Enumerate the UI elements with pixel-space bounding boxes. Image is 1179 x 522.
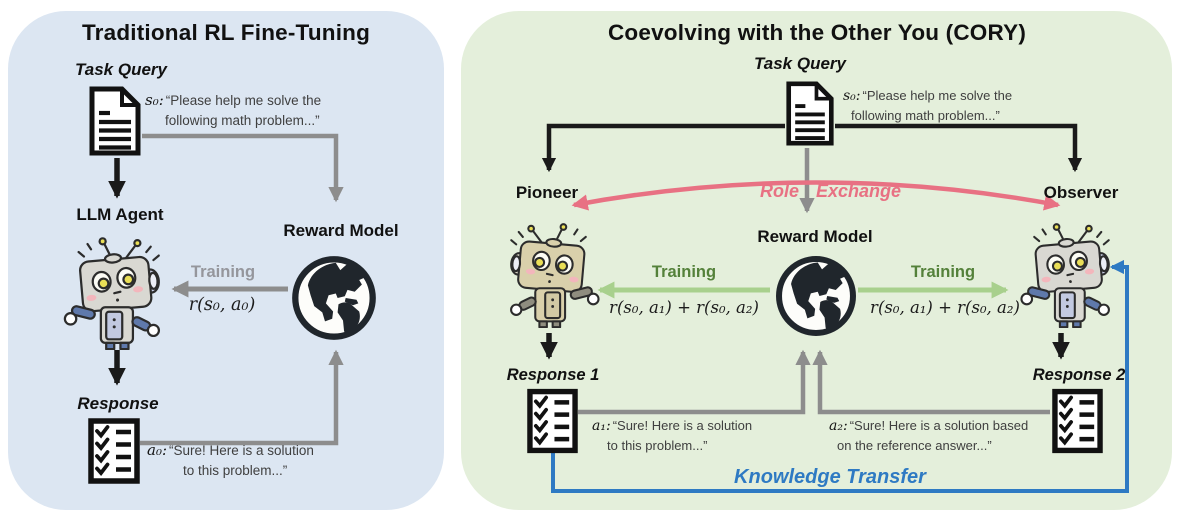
query-line-2: following math problem...” <box>165 113 320 128</box>
response1-line-1: a₁:“Sure! Here is a solution <box>592 416 752 436</box>
response1-text-1: “Sure! Here is a solution <box>612 418 753 433</box>
response1-label: Response 1 <box>506 366 600 384</box>
arrow-response2-to-reward-model <box>812 349 1050 415</box>
reward-model-label-right: Reward Model <box>757 227 873 246</box>
reward-math-left-panel: r(s₀, a₀) <box>188 295 256 315</box>
reward-math-pioneer: r(s₀, a₁) + r(s₀, a₂) <box>609 298 759 317</box>
state-var-s0: s₀: <box>145 91 164 109</box>
response2-text-1: “Sure! Here is a solution based <box>849 418 1029 433</box>
response-line-2: to this problem...” <box>183 463 288 478</box>
task-query-label-left: Task Query <box>75 60 167 79</box>
reward-model-globe-icon-right <box>773 253 859 339</box>
response-line-1: a₀:“Sure! Here is a solution <box>147 440 314 461</box>
observer-robot-icon <box>1013 222 1125 328</box>
state-var-s0: s₀: <box>843 88 861 104</box>
response1-line-2: to this problem...” <box>607 438 708 453</box>
training-label-observer: Training <box>910 263 976 281</box>
arrow-knowledge-transfer <box>551 259 1129 493</box>
pioneer-label: Pioneer <box>515 183 579 202</box>
task-query-document-icon-right <box>785 80 835 147</box>
traditional-rl-panel-background <box>8 11 444 510</box>
response2-line-1: a₂:“Sure! Here is a solution based <box>829 416 1028 436</box>
response1-checklist-icon <box>527 388 578 454</box>
arrow-query-to-observer <box>835 123 1083 173</box>
knowledge-transfer-label: Knowledge Transfer <box>734 466 926 488</box>
response2-annotation: a₂:“Sure! Here is a solution based on th… <box>829 416 1028 455</box>
exchange-label: Exchange <box>816 181 902 201</box>
query-annotation-right: s₀:“Please help me solve the following m… <box>843 86 1012 125</box>
reward-math-observer: r(s₀, a₁) + r(s₀, a₂) <box>870 298 1020 317</box>
response2-line-2: on the reference answer...” <box>837 438 992 453</box>
query-line-2: following math problem...” <box>851 108 1000 123</box>
query-text-1: “Please help me solve the <box>165 93 322 108</box>
action-var-a2: a₂: <box>829 418 848 434</box>
reward-model-label-left: Reward Model <box>283 221 399 240</box>
llm-agent-label: LLM Agent <box>76 205 164 224</box>
training-label-left-panel: Training <box>190 263 256 281</box>
query-line-1: s₀:“Please help me solve the <box>843 86 1012 106</box>
action-var-a1: a₁: <box>592 418 611 434</box>
query-line-1: s₀:“Please help me solve the <box>145 90 321 111</box>
arrow-query-to-reward-model <box>142 133 344 203</box>
role-label: Role <box>759 181 799 201</box>
training-label-pioneer: Training <box>651 263 717 281</box>
response-label: Response <box>77 394 159 413</box>
arrow-response1-to-reward-model <box>578 349 811 415</box>
query-annotation-left: s₀:“Please help me solve the following m… <box>145 90 321 131</box>
response-annotation-left: a₀:“Sure! Here is a solution to this pro… <box>147 440 314 481</box>
arrow-role-exchange <box>571 180 1061 211</box>
response2-checklist-icon <box>1052 388 1103 454</box>
response2-label: Response 2 <box>1032 366 1126 384</box>
response-text-1: “Sure! Here is a solution <box>169 443 314 458</box>
pioneer-robot-icon <box>495 222 607 328</box>
action-var-a0: a₀: <box>147 441 168 459</box>
arrow-response-to-reward-model <box>140 349 344 446</box>
arrow-query-to-pioneer <box>541 123 785 173</box>
query-text-1: “Please help me solve the <box>862 88 1013 103</box>
response1-annotation: a₁:“Sure! Here is a solution to this pro… <box>592 416 752 455</box>
right-panel-title: Coevolving with the Other You (CORY) <box>607 20 1027 45</box>
observer-label: Observer <box>1043 183 1119 202</box>
task-query-label-right: Task Query <box>754 54 846 73</box>
left-panel-title: Traditional RL Fine-Tuning <box>81 20 371 45</box>
